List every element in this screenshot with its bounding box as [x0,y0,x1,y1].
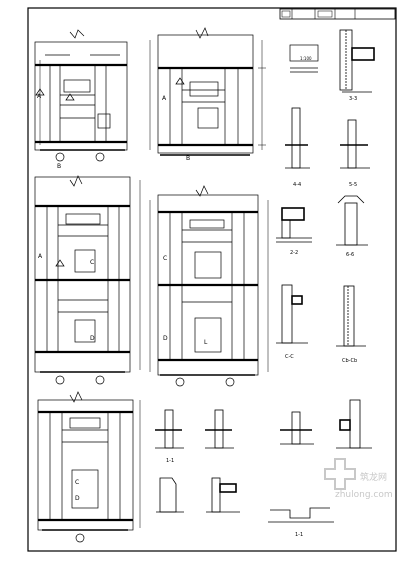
elevation-middle-center [149,185,269,387]
detail-bottom-row-2 [156,477,334,523]
detail-middle-right-2 [336,195,368,246]
label-section-1-1-bottom: 1-1 [295,532,303,538]
label-section-4-4: 4-4 [293,182,301,188]
detail-top-right-2 [339,29,375,93]
label-section-2-2: 2-2 [290,250,298,256]
elev4-mark-l: L [204,339,208,346]
detail-column-cb [336,285,366,347]
elev5-mark-d: D [75,495,80,502]
elev2-mark-b: B [186,155,190,162]
elev1-mark-a: A [37,93,42,100]
sheet-border [27,7,397,552]
elev3-mark-c: C [90,259,94,266]
detail-middle-right-1 [276,207,312,243]
elev5-mark-c: C [75,479,79,486]
label-section-c-c: C-C [285,354,294,360]
elevation-bottom-left [37,391,141,543]
elev2-mark-a: A [162,95,167,102]
elev4-mark-d: D [163,335,168,342]
elev3-mark-d: D [90,335,95,342]
label-elev-scale: 1:100 [300,56,312,61]
label-section-1-1: 1-1 [166,458,174,464]
elev1-mark-b: B [57,163,61,170]
label-section-6-6: 6-6 [346,252,354,258]
elev4-mark-c: C [163,255,167,262]
detail-column-pair-1 [285,107,370,169]
title-block [279,8,396,20]
detail-column-c-c [276,284,308,344]
label-section-5-5: 5-5 [349,182,357,188]
elev3-mark-a: A [38,253,43,260]
elevation-middle-left [34,175,141,385]
label-section-cb: Cb-Cb [342,358,357,364]
detail-bottom-row-1 [155,399,372,449]
detail-top-right-1 [289,44,319,73]
elevation-top-left [34,29,128,162]
elevation-top-center [149,27,266,156]
label-section-3-3: 3-3 [349,96,357,102]
